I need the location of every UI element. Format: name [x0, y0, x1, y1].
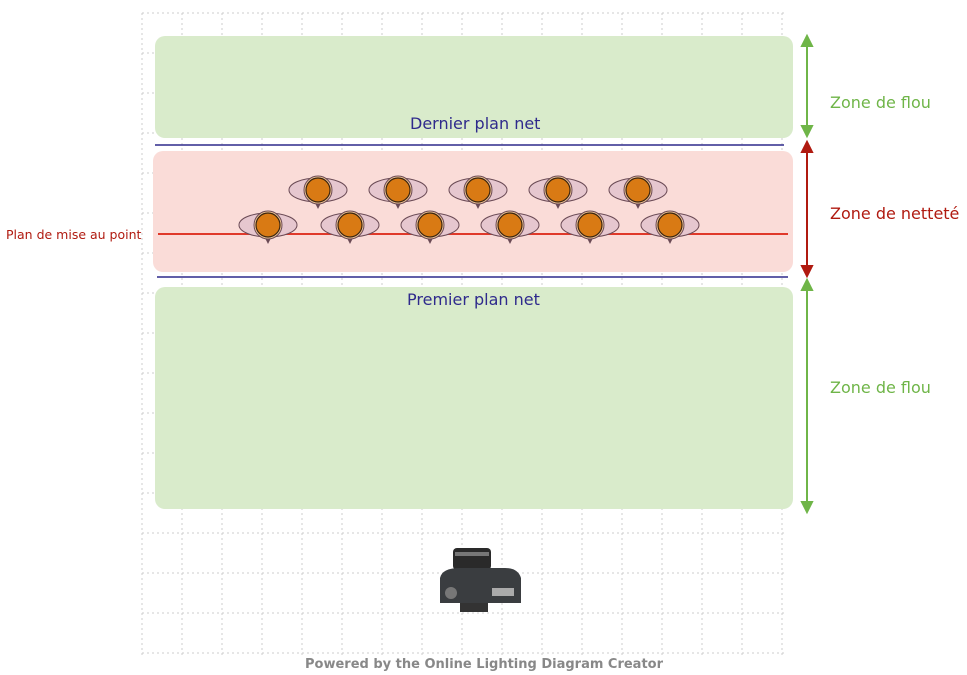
last-plane-label: Dernier plan net — [410, 114, 541, 133]
sharp-zone — [153, 151, 793, 272]
person-icon — [238, 210, 298, 244]
blur-zone-bottom — [155, 287, 793, 509]
person-icon — [448, 175, 508, 209]
focus-plane-label: Plan de mise au point — [6, 227, 142, 242]
blur-arrow-bottom — [800, 277, 814, 515]
zone-sharp-label: Zone de netteté — [830, 204, 960, 223]
person-icon — [480, 210, 540, 244]
zone-blur-top-label: Zone de flou — [830, 93, 931, 112]
subjects — [238, 175, 700, 244]
person-icon — [640, 210, 700, 244]
person-icon — [608, 175, 668, 209]
camera-icon — [440, 548, 521, 612]
first-plane-label: Premier plan net — [407, 290, 540, 309]
blur-arrow-top — [800, 33, 814, 139]
footer-credit: Powered by the Online Lighting Diagram C… — [305, 657, 664, 672]
person-icon — [368, 175, 428, 209]
zone-blur-bottom-label: Zone de flou — [830, 378, 931, 397]
person-icon — [400, 210, 460, 244]
person-icon — [288, 175, 348, 209]
person-icon — [528, 175, 588, 209]
sharp-arrow — [800, 139, 814, 279]
person-icon — [320, 210, 380, 244]
blur-zone-top — [155, 36, 793, 138]
person-icon — [560, 210, 620, 244]
